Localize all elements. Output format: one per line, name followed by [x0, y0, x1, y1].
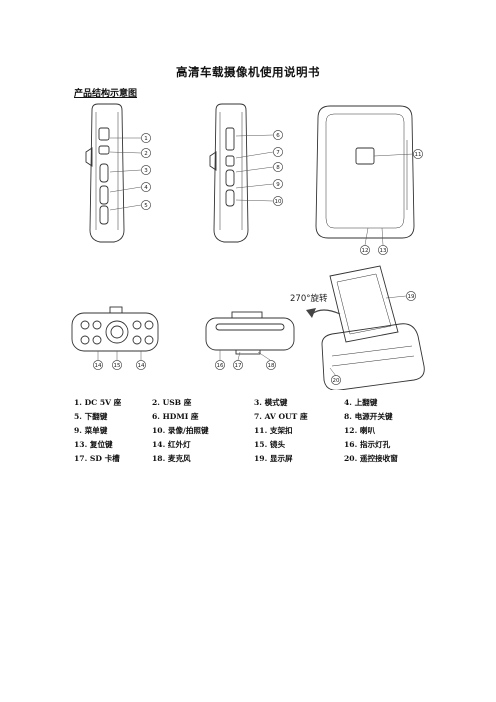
callout-1: 1 — [141, 133, 151, 143]
legend-item: 11. 支架扣 — [254, 426, 293, 435]
svg-text:18: 18 — [268, 363, 275, 369]
callout-15: 15 — [112, 360, 122, 370]
callout-3: 3 — [141, 165, 151, 175]
svg-text:2: 2 — [144, 151, 148, 157]
callout-12: 12 — [360, 245, 370, 255]
svg-text:20: 20 — [333, 378, 340, 384]
bottom-view — [205, 311, 295, 355]
legend-item: 16. 指示灯孔 — [344, 440, 391, 449]
svg-text:14: 14 — [138, 363, 145, 369]
callout-11: 11 — [413, 149, 423, 159]
svg-text:19: 19 — [408, 294, 415, 300]
legend-item: 8. 电源开关键 — [344, 412, 393, 421]
back-view — [315, 105, 415, 239]
svg-text:14: 14 — [95, 363, 102, 369]
legend-item: 6. HDMI 座 — [152, 412, 199, 421]
legend-item: 2. USB 座 — [152, 398, 192, 407]
svg-text:17: 17 — [235, 363, 242, 369]
side-view-right — [209, 103, 249, 243]
legend-item: 1. DC 5V 座 — [74, 398, 122, 407]
svg-text:11: 11 — [415, 152, 422, 158]
section-heading: 产品结构示意图 — [74, 89, 138, 99]
callout-8: 8 — [273, 162, 283, 172]
svg-text:7: 7 — [276, 150, 280, 156]
svg-text:6: 6 — [276, 133, 280, 139]
legend-item: 9. 菜单键 — [74, 426, 108, 435]
parts-legend: 1. DC 5V 座 2. USB 座 3. 模式键 4. 上翻键 5. 下翻键… — [74, 397, 434, 464]
legend-item: 14. 红外灯 — [152, 440, 191, 449]
svg-text:10: 10 — [275, 199, 282, 205]
legend-item: 15. 镜头 — [254, 440, 286, 449]
callout-10: 10 — [273, 196, 283, 206]
callout-4: 4 — [141, 182, 151, 192]
legend-item: 20. 遥控接收窗 — [344, 454, 398, 463]
svg-text:4: 4 — [144, 185, 148, 191]
side-view-left — [85, 103, 125, 243]
svg-text:16: 16 — [217, 363, 224, 369]
svg-text:1: 1 — [144, 136, 148, 142]
legend-item: 12. 喇叭 — [344, 426, 376, 435]
callout-7: 7 — [273, 147, 283, 157]
callout-6: 6 — [273, 130, 283, 140]
legend-item: 4. 上翻键 — [344, 398, 378, 407]
callout-19: 19 — [406, 291, 416, 301]
legend-item: 5. 下翻键 — [74, 412, 108, 421]
front-view — [71, 306, 159, 352]
legend-item: 7. AV OUT 座 — [254, 412, 308, 421]
open-screen-view — [321, 265, 425, 390]
svg-text:12: 12 — [362, 248, 369, 254]
svg-text:9: 9 — [276, 182, 280, 188]
svg-text:5: 5 — [144, 203, 148, 209]
legend-item: 3. 模式键 — [254, 398, 288, 407]
rotation-arrow-icon — [306, 308, 316, 318]
callout-9: 9 — [273, 179, 283, 189]
legend-item: 17. SD 卡槽 — [74, 454, 120, 463]
callout-20: 20 — [331, 375, 341, 385]
rotate-label: 270°旋转 — [290, 293, 328, 304]
product-structure-diagram: 270°旋转 1 2 3 4 5 6 7 8 9 10 11 12 13 14 … — [71, 103, 425, 390]
svg-text:15: 15 — [114, 363, 121, 369]
svg-text:8: 8 — [276, 165, 280, 171]
legend-item: 10. 录像/拍照键 — [152, 426, 209, 435]
callout-14b: 14 — [136, 360, 146, 370]
svg-text:13: 13 — [380, 248, 387, 254]
legend-item: 18. 麦克风 — [152, 454, 191, 463]
callout-2: 2 — [141, 148, 151, 158]
callout-18: 18 — [266, 360, 276, 370]
page-title: 高清车载摄像机使用说明书 — [176, 65, 320, 79]
callout-13: 13 — [378, 245, 388, 255]
callout-5: 5 — [141, 200, 151, 210]
svg-text:3: 3 — [144, 168, 148, 174]
legend-item: 13. 复位键 — [74, 440, 113, 449]
callout-14a: 14 — [93, 360, 103, 370]
callout-17: 17 — [233, 360, 243, 370]
legend-item: 19. 显示屏 — [254, 454, 293, 463]
callout-16: 16 — [215, 360, 225, 370]
